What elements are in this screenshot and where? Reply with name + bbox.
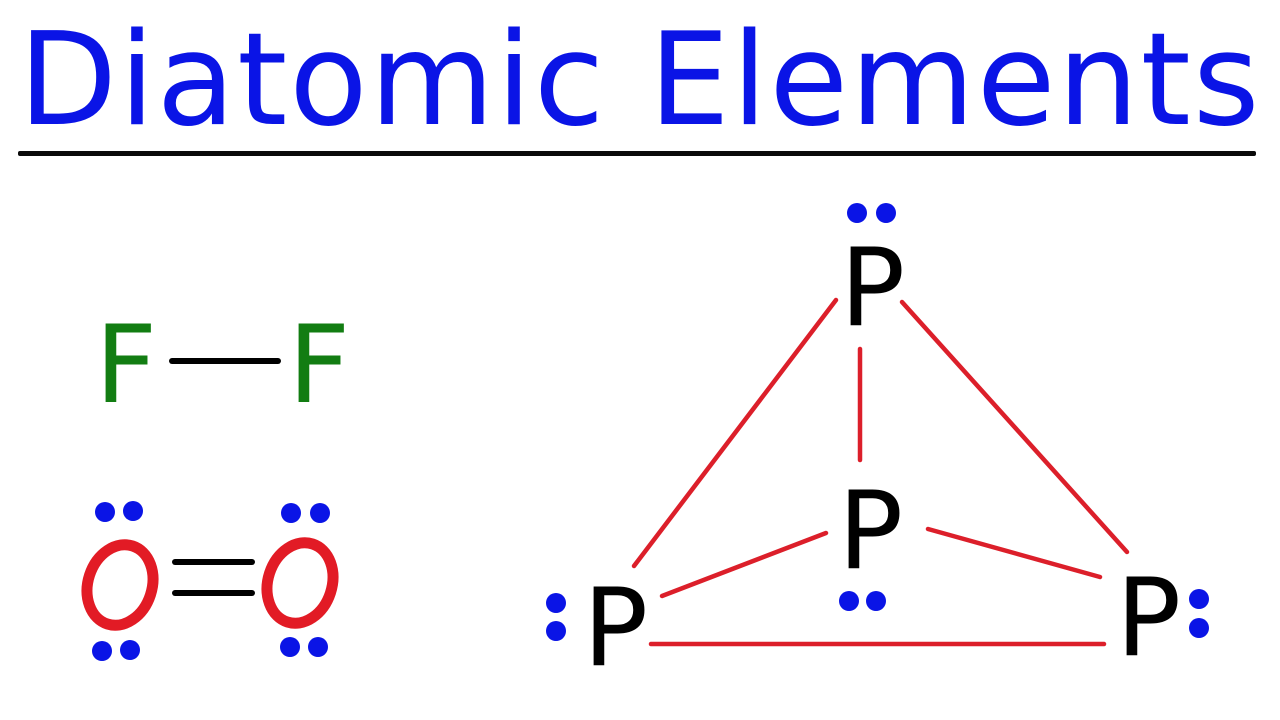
lone-pair-dot [866, 591, 886, 611]
p-p-bonds [631, 297, 1130, 647]
lone-pair-dot [310, 503, 330, 523]
bond-left-center [659, 530, 829, 599]
phosphorus-molecule: P P P P [546, 203, 1209, 691]
oxygen-lone-pairs [92, 501, 330, 661]
lone-pair-dot [839, 591, 859, 611]
title-underline [18, 151, 1256, 156]
fluorine-atom-left: F [95, 303, 157, 428]
bond-top-right [899, 299, 1130, 555]
oxygen-atom-left [81, 539, 159, 631]
lone-pair-dot [281, 503, 301, 523]
phosphorus-atom-center: P [838, 469, 903, 594]
lone-pair-dot [546, 621, 566, 641]
lone-pair-dot [280, 637, 300, 657]
lone-pair-dot [1189, 618, 1209, 638]
lone-pair-dot [92, 641, 112, 661]
phosphorus-atom-bottom-right: P [1116, 556, 1181, 681]
lone-pair-dot [308, 637, 328, 657]
lone-pair-dot [123, 501, 143, 521]
page-title: Diatomic Elements [18, 6, 1262, 155]
lone-pair-dot [847, 203, 867, 223]
lone-pair-dot [95, 502, 115, 522]
lone-pair-dot [1189, 589, 1209, 609]
phosphorus-atom-top: P [840, 226, 905, 351]
lone-pair-dot [546, 593, 566, 613]
bond-top-left [631, 297, 839, 569]
oxygen-molecule [81, 501, 339, 661]
lone-pair-dot [876, 203, 896, 223]
bond-center-right [925, 526, 1103, 580]
phosphorus-lone-pairs [546, 203, 1209, 641]
oxygen-atom-right [261, 537, 339, 629]
fluorine-molecule: F F [95, 303, 350, 428]
fluorine-atom-right: F [288, 303, 350, 428]
lone-pair-dot [120, 640, 140, 660]
phosphorus-atom-bottom-left: P [583, 566, 648, 691]
